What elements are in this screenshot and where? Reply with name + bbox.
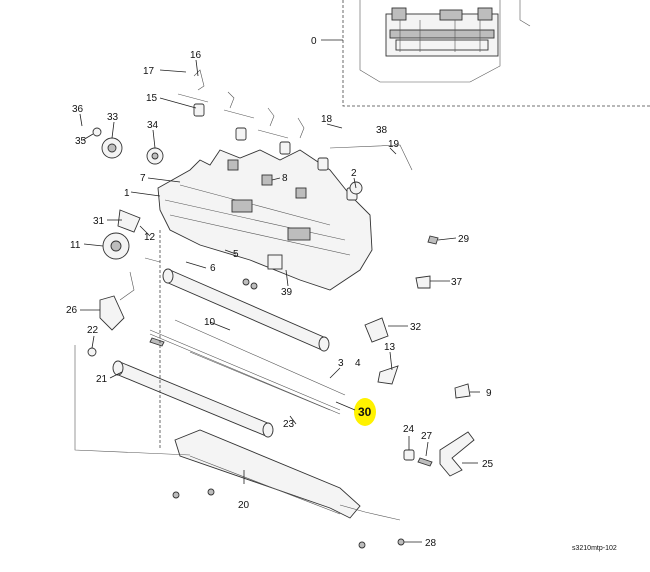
assembly-inset bbox=[342, 0, 650, 107]
callout-25: 25 bbox=[482, 459, 494, 470]
right-side-parts bbox=[172, 144, 475, 549]
callout-39: 39 bbox=[281, 287, 293, 298]
callout-15: 15 bbox=[146, 93, 158, 104]
callout-2: 2 bbox=[351, 168, 357, 179]
callout-0: 0 bbox=[311, 36, 317, 47]
callout-12: 12 bbox=[144, 232, 156, 243]
fuser-frame bbox=[157, 149, 373, 291]
callout-labels: 0 1 2 3 4 5 6 7 8 9 10 11 12 13 15 16 17… bbox=[66, 36, 617, 552]
drawing-code: s3210mtp-102 bbox=[572, 545, 617, 552]
callout-28: 28 bbox=[425, 538, 437, 549]
callout-30-highlight bbox=[354, 398, 376, 426]
callout-23: 23 bbox=[283, 419, 295, 430]
shafts-and-springs bbox=[149, 235, 439, 467]
callout-37: 37 bbox=[451, 277, 463, 288]
callout-6: 6 bbox=[210, 263, 216, 274]
callout-21: 21 bbox=[96, 374, 108, 385]
callout-3: 3 bbox=[338, 358, 344, 369]
leader-lines bbox=[79, 39, 480, 543]
callout-22: 22 bbox=[87, 325, 99, 336]
callout-24: 24 bbox=[403, 424, 415, 435]
callout-30: 30 bbox=[358, 405, 372, 419]
callout-35: 35 bbox=[75, 136, 87, 147]
pressure-roller bbox=[112, 360, 274, 438]
fuser-assembly-thumbnail bbox=[385, 7, 499, 57]
callout-34: 34 bbox=[147, 120, 159, 131]
callout-16: 16 bbox=[190, 50, 202, 61]
callout-1: 1 bbox=[124, 188, 130, 199]
callout-38: 38 bbox=[376, 125, 388, 136]
callout-8: 8 bbox=[282, 173, 288, 184]
callout-31: 31 bbox=[93, 216, 105, 227]
callout-33: 33 bbox=[107, 112, 119, 123]
callout-29: 29 bbox=[458, 234, 470, 245]
callout-18: 18 bbox=[321, 114, 333, 125]
callout-10: 10 bbox=[204, 317, 216, 328]
callout-36: 36 bbox=[72, 104, 84, 115]
callout-9: 9 bbox=[486, 388, 492, 399]
callout-5: 5 bbox=[233, 249, 239, 260]
callout-11: 11 bbox=[70, 240, 81, 251]
callout-26: 26 bbox=[66, 305, 78, 316]
left-drive-parts bbox=[87, 127, 164, 357]
callout-17: 17 bbox=[143, 66, 155, 77]
callout-7: 7 bbox=[140, 173, 146, 184]
callout-4: 4 bbox=[355, 358, 361, 369]
callout-32: 32 bbox=[410, 322, 422, 333]
callout-20: 20 bbox=[238, 500, 250, 511]
heat-roller bbox=[162, 268, 330, 352]
callout-13: 13 bbox=[384, 342, 396, 353]
callout-27: 27 bbox=[421, 431, 433, 442]
callout-19: 19 bbox=[388, 139, 400, 150]
lower-guide-plate bbox=[74, 230, 361, 519]
